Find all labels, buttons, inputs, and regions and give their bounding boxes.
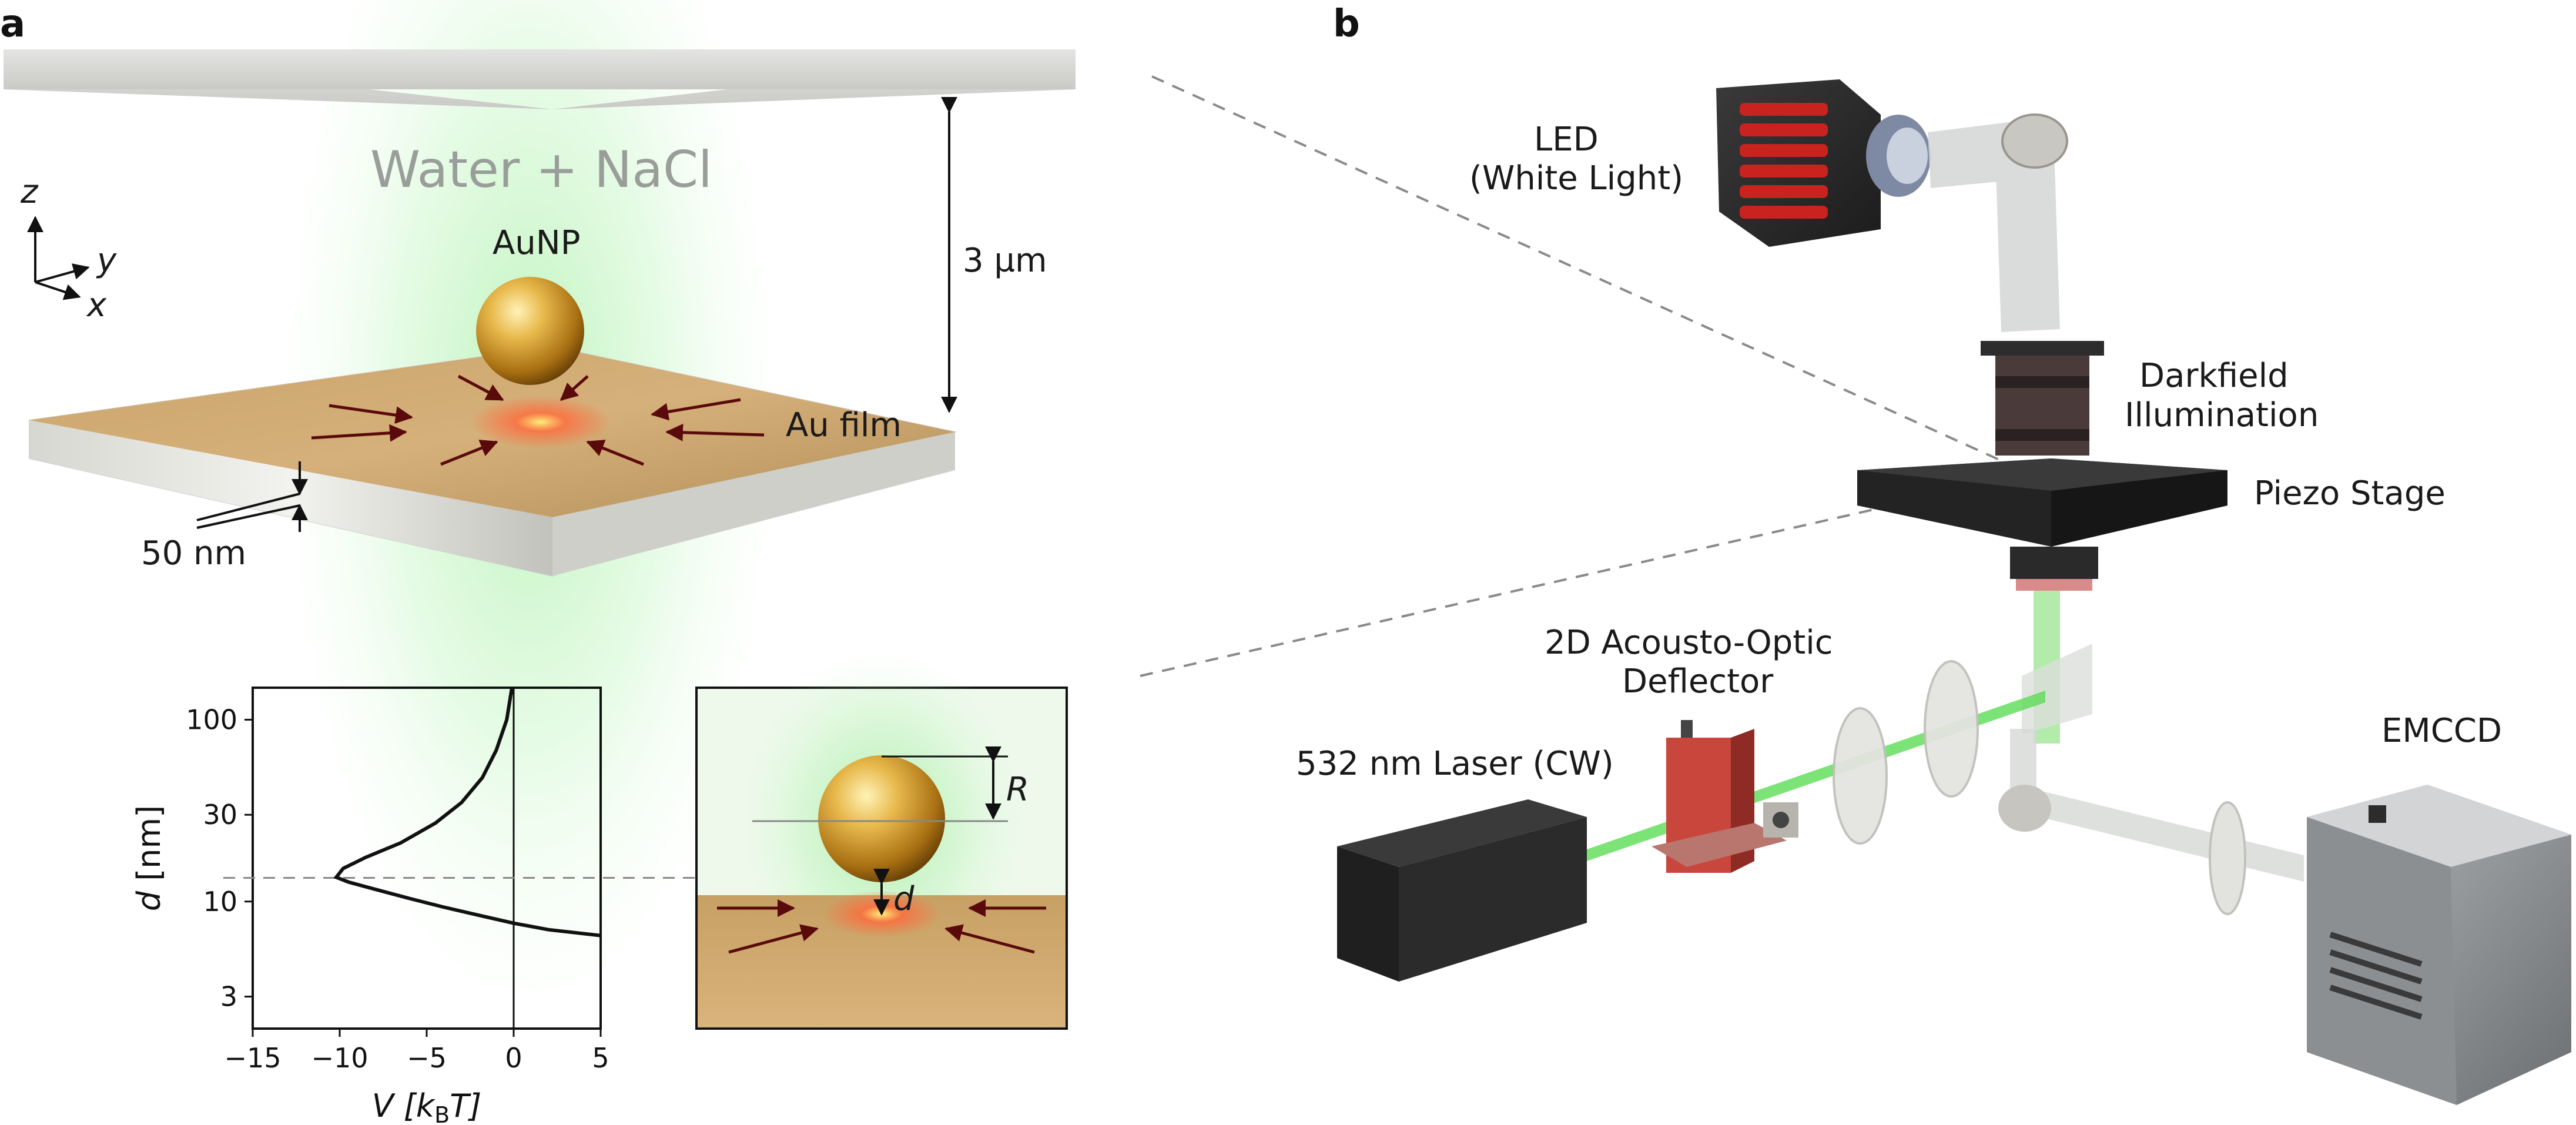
x-tick-label: −15	[224, 1042, 281, 1074]
led-lamp	[1716, 79, 1931, 247]
fold-mirror	[2001, 113, 2068, 169]
darkfield-label-line1: Darkfield	[2139, 357, 2289, 395]
darkfield-label-line2: Illumination	[2125, 396, 2319, 434]
gap-height-label: 3 µm	[963, 242, 1047, 280]
medium-label: Water + NaCl	[370, 140, 712, 199]
film-thickness-marker	[196, 461, 308, 532]
radius-label: R	[1006, 771, 1029, 809]
darkfield-condenser	[1981, 341, 2104, 456]
laser-box	[1337, 799, 1587, 982]
axis-z-label: z	[20, 173, 39, 211]
led-label-line2: (White Light)	[1469, 159, 1683, 197]
x-axis-label: V [kBT]	[372, 1087, 482, 1125]
y-tick-label: 30	[203, 799, 237, 831]
top-glass-slab	[4, 49, 1076, 109]
y-tick-labels: 3 10 30 100	[186, 704, 237, 1012]
zoom-line-upper	[1151, 75, 2016, 468]
inset-nanoparticle	[818, 755, 945, 882]
dichroic-mirror	[2022, 644, 2092, 735]
aod-device	[1652, 720, 1798, 873]
panel-a-letter: a	[0, 2, 25, 46]
potential-curve	[333, 687, 601, 938]
x-tick-label: −10	[311, 1042, 368, 1074]
axis-y-label: y	[96, 242, 117, 280]
x-tick-label: −5	[407, 1042, 447, 1074]
au-film-slab	[29, 346, 957, 577]
relay-lens-2	[1924, 660, 1979, 798]
particle-label: AuNP	[493, 224, 580, 262]
y-tick-label: 10	[203, 886, 237, 918]
camera-mirror	[1998, 785, 2051, 832]
film-label: Au film	[786, 406, 902, 444]
film-thickness-label: 50 nm	[141, 534, 246, 572]
aod-label-line1: 2D Acousto-Optic	[1545, 624, 1833, 662]
stage-label: Piezo Stage	[2254, 474, 2446, 513]
plasmonic-hotspot	[470, 396, 611, 448]
y-axis-label: d [nm]	[130, 805, 168, 911]
illumination-path	[1928, 120, 2060, 332]
y-tick-label: 100	[186, 704, 237, 735]
emccd-camera	[2307, 785, 2571, 1105]
y-tick-label: 3	[220, 981, 237, 1013]
camera-lens	[2209, 801, 2246, 915]
axes-triad	[27, 216, 90, 300]
x-tick-label: 0	[505, 1042, 522, 1074]
x-axis-label-sub: B	[434, 1102, 450, 1125]
inset-panel: R d	[695, 647, 1068, 1030]
inset-flow-arrows	[717, 899, 1046, 954]
x-axis-label-tail: T]	[450, 1087, 481, 1124]
laser-label: 532 nm Laser (CW)	[1296, 745, 1614, 783]
camera-label: EMCCD	[2381, 712, 2502, 750]
axis-x-label: x	[86, 286, 107, 324]
y-axis-label-main: d	[130, 890, 168, 911]
x-axis-label-main: V [k	[372, 1087, 436, 1124]
panel-b-letter: b	[1333, 2, 1360, 46]
y-axis-label-tail: [nm]	[130, 805, 168, 891]
x-tick-label: 5	[592, 1042, 609, 1074]
gold-nanoparticle	[476, 277, 584, 385]
zoom-line-lower	[1140, 476, 2016, 677]
aod-label-line2: Deflector	[1622, 662, 1774, 701]
relay-lens-1	[1833, 707, 1888, 845]
piezo-stage	[1857, 458, 2227, 591]
distance-label: d	[893, 880, 915, 918]
chart-ticks	[244, 718, 602, 1037]
x-tick-labels: −15 −10 −5 0 5	[224, 1042, 609, 1074]
film-flow-arrows	[311, 374, 765, 466]
camera-path-horizontal	[2028, 788, 2304, 882]
led-label-line1: LED	[1534, 120, 1599, 159]
